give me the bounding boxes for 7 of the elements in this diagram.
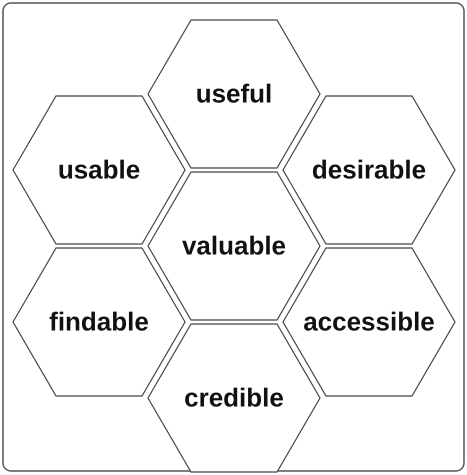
hexagon-label: valuable <box>182 230 286 262</box>
hexagon-label: findable <box>49 306 149 338</box>
hexagon-label: useful <box>196 78 272 110</box>
hexagon-label: credible <box>184 382 284 414</box>
hexagon-label: accessible <box>303 306 435 338</box>
hexagon-label: usable <box>58 154 140 186</box>
hexagon-label: desirable <box>312 154 426 186</box>
